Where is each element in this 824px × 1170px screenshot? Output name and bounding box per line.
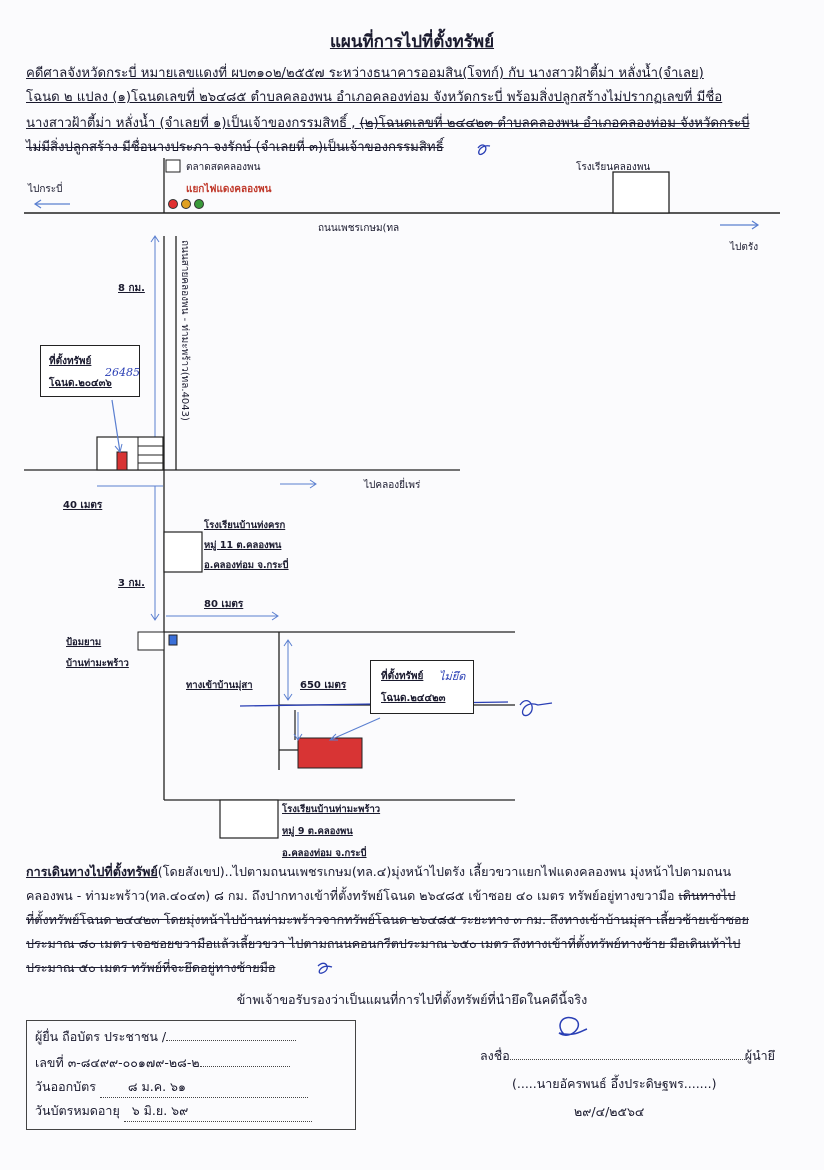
directions-line-1: การเดินทางไปที่ตั้งทรัพย์(โดยสังเขป)..ไป…: [26, 862, 731, 882]
page-title: แผนที่การไปที่ตั้งทรัพย์: [329, 32, 495, 52]
distance-80m: 80 เมตร: [204, 599, 244, 610]
school-mid-village: หมู่ 11 ต.คลองพน: [204, 540, 282, 551]
school-mid-name: โรงเรียนบ้านท่งครก: [204, 520, 286, 531]
distance-40m: 40 เมตร: [63, 500, 103, 511]
school-top-building: [612, 171, 670, 214]
to-krabi-arrow-icon: [33, 199, 42, 209]
school-top-label: โรงเรียนคลองพน: [576, 162, 651, 173]
property-1-title: ที่ตั้งทรัพย์: [49, 356, 92, 367]
directions-line-5: ประมาณ ๕๐ เมตร ทรัพย์ที่จะยึดอยู่ทางซ้าย…: [26, 960, 276, 975]
police-box-label-2: บ้านท่ามะพร้าว: [66, 658, 129, 669]
distance-8km: 8 กม.: [118, 283, 145, 294]
to-khlong-yi-phrae-label: ไปคลองยี่เพร่: [364, 480, 421, 491]
id-holder: ผู้ยื่น ถือบัตร ประชาชน /: [35, 1027, 297, 1047]
id-expiry-label: วันบัตรหมดอายุ: [35, 1103, 120, 1118]
to-trang-arrow-icon: [751, 220, 760, 230]
sign-role: ผู้นำยึ: [744, 1048, 775, 1063]
deed-2-struck-text: (๒)โฉนดเลขที่ ๒๔๔๒๓ ตำบลคลองพน อำเภอคลอง…: [359, 116, 750, 131]
lane-entrance-label: ทางเข้าบ้านมุ่สา: [186, 680, 253, 691]
school-mid-district: อ.คลองท่อม จ.กระบี่: [204, 560, 289, 571]
owner-line-2: ไม่มีสิ่งปลูกสร้าง มีชื่อนางประภา จงรักษ…: [26, 140, 444, 155]
directions-label: การเดินทางไปที่ตั้งทรัพย์: [26, 864, 158, 879]
signature-date: ๒๙/๔/๒๕๖๔: [574, 1104, 645, 1119]
to-krabi-label: ไปกระบี่: [28, 184, 63, 195]
main-road-label: ถนนเพชรเกษม(ทล: [318, 223, 400, 234]
id-expiry: วันบัตรหมดอายุ ๖ มิ.ย. ๖๙: [35, 1101, 312, 1122]
police-box-label-1: ป้อมยาม: [66, 637, 102, 648]
initial-squiggle-icon: [477, 144, 491, 156]
directions-line-3: ที่ตั้งทรัพย์โฉนด ๒๔๔๒๓ โดยมุ่งหน้าไปบ้า…: [26, 912, 749, 927]
school-bottom-name: โรงเรียนบ้านท่ามะพร้าว: [282, 804, 381, 815]
owner-line-1: นางสาวฝ้าตี้ม่า หลั่งน้ำ (จำเลยที่ ๑)เป็…: [26, 112, 749, 133]
id-expiry-value: ๖ มิ.ย. ๖๙: [123, 1101, 312, 1122]
market-box: [165, 159, 181, 173]
green-light-icon: [194, 199, 204, 209]
side-road-label: ถนนสายคลองพน - ท่ามะพร้าว(ทล.4043): [179, 240, 190, 421]
distance-650m: 650 เมตร: [300, 680, 347, 691]
sign-label: ลงชื่อ: [480, 1048, 510, 1063]
initial-squiggle-icon-3: [317, 962, 333, 974]
property-1-marker: [116, 451, 128, 471]
property-1-deed: โฉนด.๒๐๔๓๖: [49, 378, 112, 389]
signature-icon: [558, 1016, 588, 1036]
deed-line: โฉนด ๒ แปลง (๑)โฉนดเลขที่ ๒๖๔๘๕ ตำบลคลอง…: [26, 90, 723, 105]
id-number: เลขที่ ๓-๘๔๙๙-๐๐๑๗๙-๒๘-๒: [35, 1053, 290, 1073]
id-card-box: ผู้ยื่น ถือบัตร ประชาชน / เลขที่ ๓-๘๔๙๙-…: [26, 1020, 356, 1130]
property-2-not-seized-note: ไม่ยึด: [439, 670, 466, 683]
amber-light-icon: [181, 199, 191, 209]
to-khlong-yi-phrae-arrow-icon: [309, 479, 317, 489]
property-2-marker: [297, 737, 363, 769]
school-bottom-village: หมู่ 9 ต.คลองพน: [282, 826, 353, 837]
signature-line: ลงชื่อ ผู้นำยึ: [480, 1046, 775, 1066]
directions-text-1: (โดยสังเขป)..ไปตามถนนเพชรเกษม(ทล.๔)มุ่งห…: [157, 864, 732, 879]
junction-label: แยกไฟแดงคลองพน: [186, 184, 272, 195]
distance-3km: 3 กม.: [118, 578, 145, 589]
id-holder-text: ผู้ยื่น ถือบัตร ประชาชน /: [35, 1029, 167, 1044]
property-1-callout: ที่ตั้งทรัพย์ โฉนด.๒๐๔๓๖ 26485: [40, 345, 140, 397]
property-2-deed: โฉนด.๒๔๔๒๓: [381, 693, 446, 704]
directions-text-2: คลองพน - ท่ามะพร้าว(ทล.๔๐๔๓) ๘ กม. ถึงปา…: [26, 888, 675, 903]
police-box-building: [137, 631, 165, 651]
police-box-icon: [168, 634, 178, 646]
signer-name: (.....นายอัครพนธ์ อึ้งประดิษฐพร.......): [512, 1076, 717, 1091]
owner-1-text: นางสาวฝ้าตี้ม่า หลั่งน้ำ (จำเลยที่ ๑)เป็…: [26, 116, 356, 131]
id-number-text: เลขที่ ๓-๘๔๙๙-๐๐๑๗๙-๒๘-๒: [35, 1055, 200, 1070]
property-2-callout: ที่ตั้งทรัพย์ โฉนด.๒๔๔๒๓ ไม่ยึด: [370, 660, 474, 714]
school-mid-building: [163, 531, 203, 573]
school-bottom-district: อ.คลองท่อม จ.กระบี่: [282, 848, 367, 859]
id-issued-value: ๘ ม.ค. ๖๑: [99, 1077, 308, 1098]
id-issued-label: วันออกบัตร: [35, 1079, 96, 1094]
initial-squiggle-icon-2: [519, 700, 553, 717]
property-2-title: ที่ตั้งทรัพย์: [381, 671, 424, 682]
directions-line-4: ประมาณ ๘๐ เมตร เจอซอยขวามือแล้วเลี้ยวขวา…: [26, 936, 741, 951]
market-label: ตลาดสดคลองพน: [186, 162, 261, 173]
property-1-lot: [96, 436, 164, 471]
directions-struck-2: เดินทางไป: [678, 888, 736, 903]
school-bottom-building: [219, 799, 279, 839]
red-light-icon: [168, 199, 178, 209]
directions-line-2: คลองพน - ท่ามะพร้าว(ทล.๔๐๔๓) ๘ กม. ถึงปา…: [26, 886, 735, 906]
property-1-deed-correction: 26485: [105, 366, 140, 379]
case-line: คดีศาลจังหวัดกระบี่ หมายเลขแดงที่ ผบ๓๑๐๒…: [26, 66, 704, 81]
to-trang-label: ไปตรัง: [730, 242, 759, 253]
certification-text: ข้าพเจ้าขอรับรองว่าเป็นแผนที่การไปที่ตั้…: [236, 992, 588, 1007]
id-issued: วันออกบัตร ๘ ม.ค. ๖๑: [35, 1077, 308, 1098]
